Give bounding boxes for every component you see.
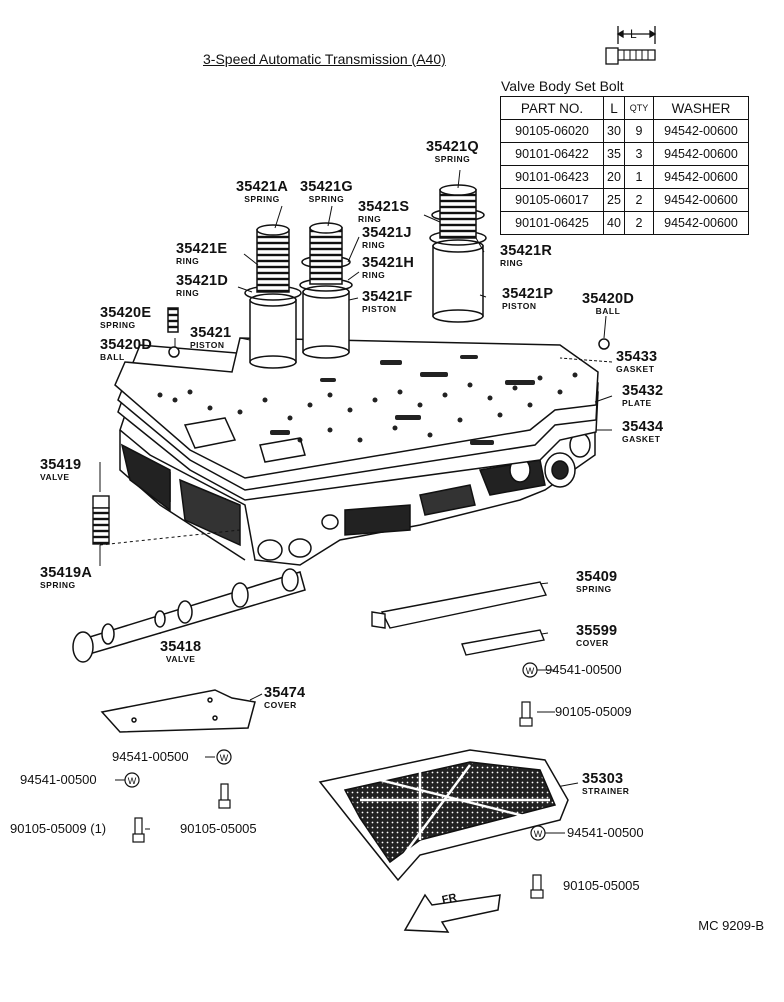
washer-code-right-1: 94541-00500: [545, 662, 622, 677]
cell-qty: 9: [624, 119, 654, 143]
table-row: 90101-06425 40 2 94542-00600: [500, 211, 749, 235]
cell-length: 30: [603, 119, 625, 143]
front-arrow-icon: [403, 893, 501, 933]
cell-washer: 94542-00600: [653, 142, 749, 166]
fastener-icons: W W W W: [124, 662, 546, 899]
valve-body: [114, 337, 599, 566]
cell-part-no: 90105-06020: [500, 119, 604, 143]
bolt-length-label: L: [630, 27, 637, 41]
washer-code-right-2: 94541-00500: [567, 825, 644, 840]
col-part-no: PART NO.: [500, 96, 604, 120]
table-row: 90105-06020 30 9 94542-00600: [500, 119, 749, 143]
detent-spring: [371, 581, 548, 629]
cell-qty: 2: [624, 188, 654, 212]
table-row: 90101-06422 35 3 94542-00600: [500, 142, 749, 166]
valve-35418: [72, 568, 306, 663]
cell-part-no: 90101-06425: [500, 211, 604, 235]
bolt-code-mid: 90105-05005: [180, 821, 257, 836]
table-row: 90101-06423 20 1 94542-00600: [500, 165, 749, 189]
bolt-table-title: Valve Body Set Bolt: [501, 78, 624, 94]
strainer-35303: [318, 749, 569, 882]
col-washer: WASHER: [653, 96, 749, 120]
cell-qty: 2: [624, 211, 654, 235]
cell-washer: 94542-00600: [653, 211, 749, 235]
bolt-table: PART NO. L QTY WASHER 90105-06020 30 9 9…: [500, 96, 749, 235]
cell-length: 35: [603, 142, 625, 166]
cell-washer: 94542-00600: [653, 188, 749, 212]
svg-text:W: W: [534, 829, 543, 839]
table-header-row: PART NO. L QTY WASHER: [500, 96, 749, 120]
washer-code-mid: 94541-00500: [112, 749, 189, 764]
cover-35474: [100, 689, 256, 733]
bolt-code-left: 90105-05009 (1): [10, 821, 107, 836]
svg-text:W: W: [526, 666, 535, 676]
cell-washer: 94542-00600: [653, 165, 749, 189]
svg-text:W: W: [220, 753, 229, 763]
figure-code: MC 9209-B: [698, 918, 764, 933]
bolt-code-right-1: 90105-05009: [555, 704, 632, 719]
col-length: L: [603, 96, 625, 120]
cell-part-no: 90101-06422: [500, 142, 604, 166]
cell-length: 25: [603, 188, 625, 212]
cell-qty: 3: [624, 142, 654, 166]
cell-length: 40: [603, 211, 625, 235]
cell-qty: 1: [624, 165, 654, 189]
cell-part-no: 90105-06017: [500, 188, 604, 212]
page-title: 3-Speed Automatic Transmission (A40): [203, 51, 446, 67]
cell-washer: 94542-00600: [653, 119, 749, 143]
washer-code-left: 94541-00500: [20, 772, 97, 787]
col-qty: QTY: [624, 96, 654, 120]
valve-35419: [92, 495, 110, 545]
bolt-code-right-2: 90105-05005: [563, 878, 640, 893]
cell-length: 20: [603, 165, 625, 189]
cover-35599: [461, 629, 545, 656]
table-row: 90105-06017 25 2 94542-00600: [500, 188, 749, 212]
svg-text:W: W: [128, 776, 137, 786]
accumulator-assembly: [167, 184, 610, 369]
bolt-dimension-icon: [605, 26, 657, 65]
cell-part-no: 90101-06423: [500, 165, 604, 189]
